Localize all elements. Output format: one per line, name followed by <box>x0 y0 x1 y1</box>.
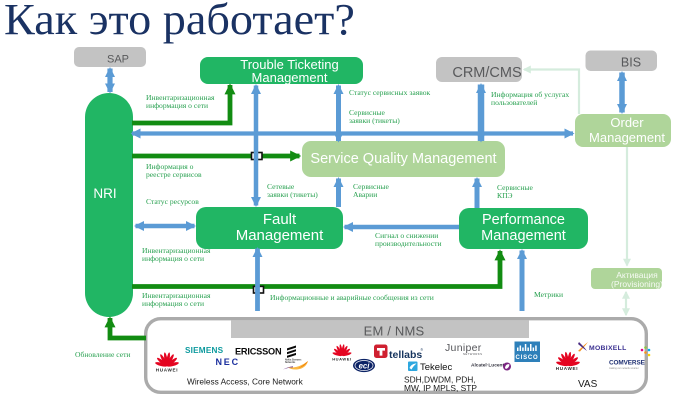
svg-text:BIS: BIS <box>621 56 641 70</box>
svg-text:EM / NMS: EM / NMS <box>364 324 425 339</box>
svg-text:CRM/CMS: CRM/CMS <box>452 65 521 81</box>
svg-text:SAP: SAP <box>107 54 129 66</box>
